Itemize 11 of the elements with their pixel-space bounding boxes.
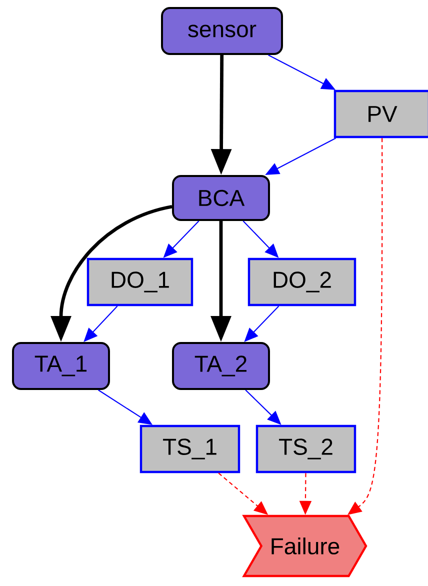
arrow	[84, 306, 118, 342]
event-box: TA_2	[172, 342, 270, 390]
gate-box: DO_1	[86, 258, 194, 306]
gate-box: PV	[334, 90, 428, 138]
failure-signal-box: Failure	[242, 514, 368, 578]
gate-box: DO_2	[248, 258, 356, 306]
event-box: BCA	[172, 175, 270, 221]
gate-box: TS_1	[140, 424, 240, 474]
gate-box: TS_2	[256, 424, 356, 474]
event-box: TA_1	[12, 342, 110, 390]
event-box: sensor	[161, 7, 283, 55]
